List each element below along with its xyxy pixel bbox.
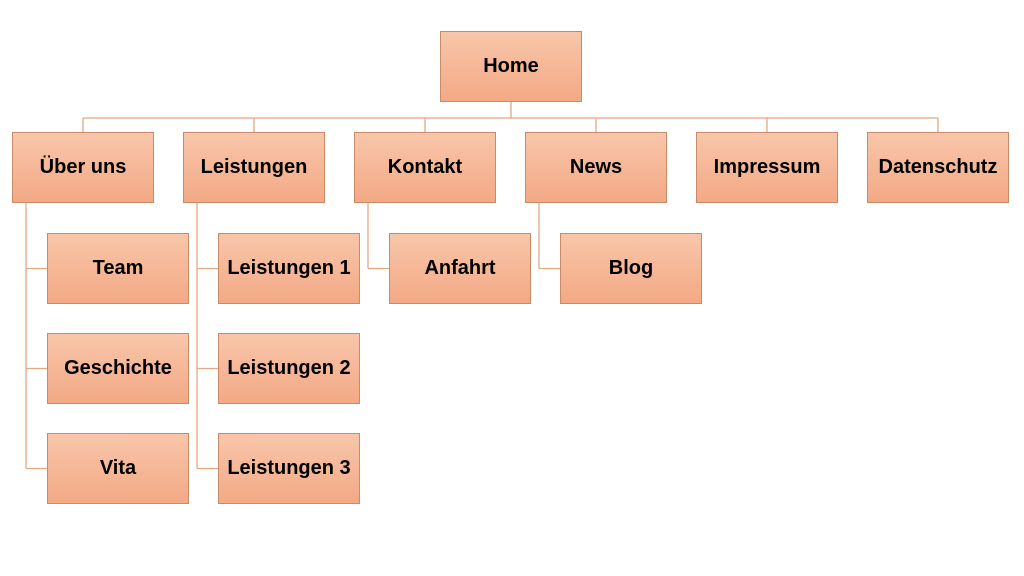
node-datenschutz-label: Datenschutz <box>878 156 998 178</box>
node-home[interactable]: Home <box>440 31 582 102</box>
node-blog-label: Blog <box>608 257 654 279</box>
node-leistungen-3[interactable]: Leistungen 3 <box>218 433 360 504</box>
node-team-label: Team <box>92 257 144 279</box>
node-impressum-label: Impressum <box>713 156 821 178</box>
node-team[interactable]: Team <box>47 233 189 304</box>
node-geschichte-label: Geschichte <box>64 357 172 379</box>
node-ueber-uns[interactable]: Über uns <box>12 132 154 203</box>
node-news[interactable]: News <box>525 132 667 203</box>
node-home-label: Home <box>483 55 539 77</box>
node-leistungen-1-label: Leistungen 1 <box>227 257 351 279</box>
node-anfahrt[interactable]: Anfahrt <box>389 233 531 304</box>
node-leistungen-3-label: Leistungen 3 <box>227 457 351 479</box>
node-leistungen[interactable]: Leistungen <box>183 132 325 203</box>
node-vita-label: Vita <box>99 457 137 479</box>
node-kontakt[interactable]: Kontakt <box>354 132 496 203</box>
node-anfahrt-label: Anfahrt <box>424 257 496 279</box>
node-leistungen-1[interactable]: Leistungen 1 <box>218 233 360 304</box>
node-geschichte[interactable]: Geschichte <box>47 333 189 404</box>
node-kontakt-label: Kontakt <box>387 156 463 178</box>
node-ueber-uns-label: Über uns <box>39 156 127 178</box>
node-leistungen-2-label: Leistungen 2 <box>227 357 351 379</box>
node-blog[interactable]: Blog <box>560 233 702 304</box>
node-datenschutz[interactable]: Datenschutz <box>867 132 1009 203</box>
node-leistungen-label: Leistungen <box>200 156 308 178</box>
node-vita[interactable]: Vita <box>47 433 189 504</box>
node-news-label: News <box>569 156 623 178</box>
node-impressum[interactable]: Impressum <box>696 132 838 203</box>
node-leistungen-2[interactable]: Leistungen 2 <box>218 333 360 404</box>
